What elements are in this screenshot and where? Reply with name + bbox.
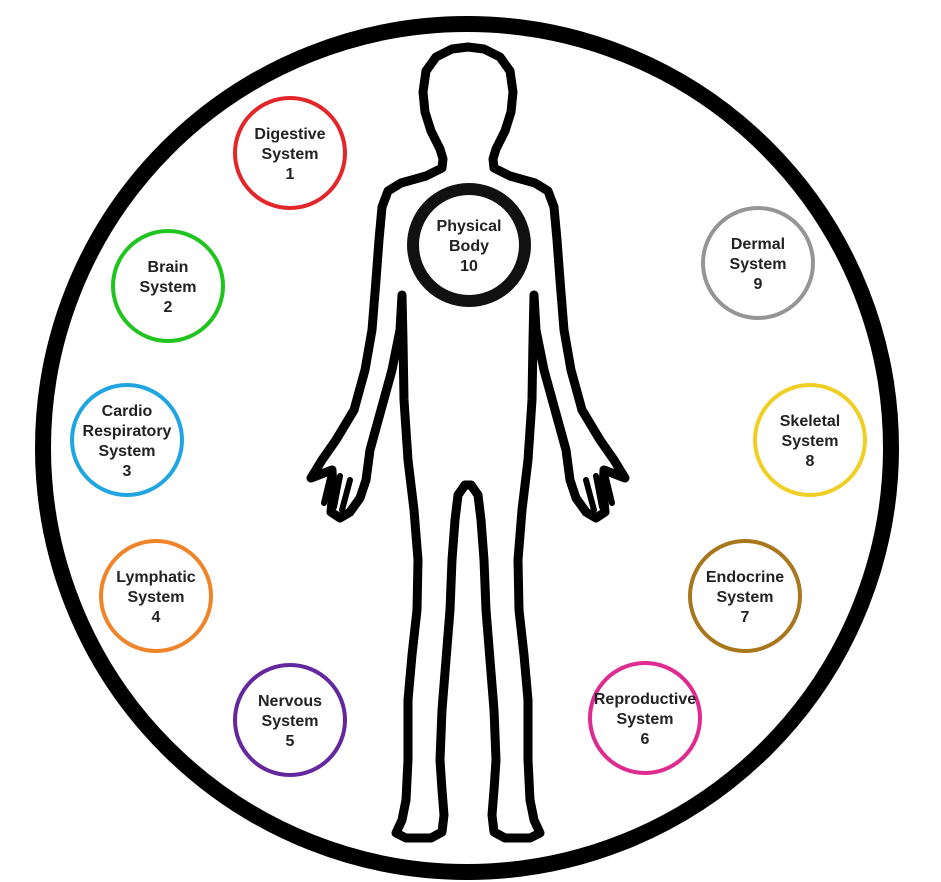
system-node-label: Endocrine: [706, 569, 784, 586]
system-node-label: Dermal: [731, 236, 785, 253]
system-node-label: System: [128, 589, 185, 606]
system-node-label: 7: [741, 609, 750, 626]
right-hand-finger-line: [593, 473, 605, 510]
system-node-ring: [701, 206, 815, 320]
system-node-label: System: [262, 146, 319, 163]
system-node-label: Cardio: [102, 403, 153, 420]
left-hand-finger-line: [321, 475, 333, 506]
system-node-label: System: [262, 713, 319, 730]
system-node-label: Digestive: [254, 126, 325, 143]
system-node-label: 4: [152, 609, 161, 626]
system-node-label: Skeletal: [780, 413, 840, 430]
system-node-ring: [70, 383, 184, 497]
system-node-label: Reproductive: [594, 691, 696, 708]
system-node-label: Lymphatic: [116, 569, 196, 586]
system-node-label: 6: [641, 731, 650, 748]
system-node-label: 9: [754, 276, 763, 293]
system-node-ring: [407, 183, 531, 307]
system-node-label: Respiratory: [83, 423, 172, 440]
system-node-label: Body: [449, 238, 489, 255]
system-node-label: Physical: [437, 218, 502, 235]
system-node-ring: [233, 96, 347, 210]
system-node-label: System: [617, 711, 674, 728]
system-node-label: 3: [123, 463, 132, 480]
system-node-ring: [233, 663, 347, 777]
system-node-ring: [688, 539, 802, 653]
system-node-label: 2: [164, 299, 173, 316]
system-node-label: System: [717, 589, 774, 606]
system-node-label: 10: [460, 258, 478, 275]
right-hand-finger-line: [583, 477, 597, 513]
system-node-label: System: [99, 443, 156, 460]
system-nodes: DigestiveSystem1BrainSystem2CardioRespir…: [70, 96, 867, 777]
system-node-ring: [588, 661, 702, 775]
system-node-ring: [99, 539, 213, 653]
system-node-label: 5: [286, 733, 295, 750]
system-node-label: System: [140, 279, 197, 296]
right-hand-finger-line: [603, 475, 615, 506]
system-node-label: System: [730, 256, 787, 273]
finger-lines: [321, 473, 615, 513]
system-node-label: 1: [286, 166, 295, 183]
left-hand-finger-line: [331, 473, 343, 510]
system-node-ring: [753, 383, 867, 497]
human-body-outline-icon: [306, 42, 630, 843]
left-hand-finger-line: [339, 477, 353, 513]
system-node-label: Nervous: [258, 693, 322, 710]
system-node-ring: [111, 229, 225, 343]
system-node-label: Brain: [148, 259, 189, 276]
system-node-label: 8: [806, 453, 815, 470]
system-node-label: System: [782, 433, 839, 450]
